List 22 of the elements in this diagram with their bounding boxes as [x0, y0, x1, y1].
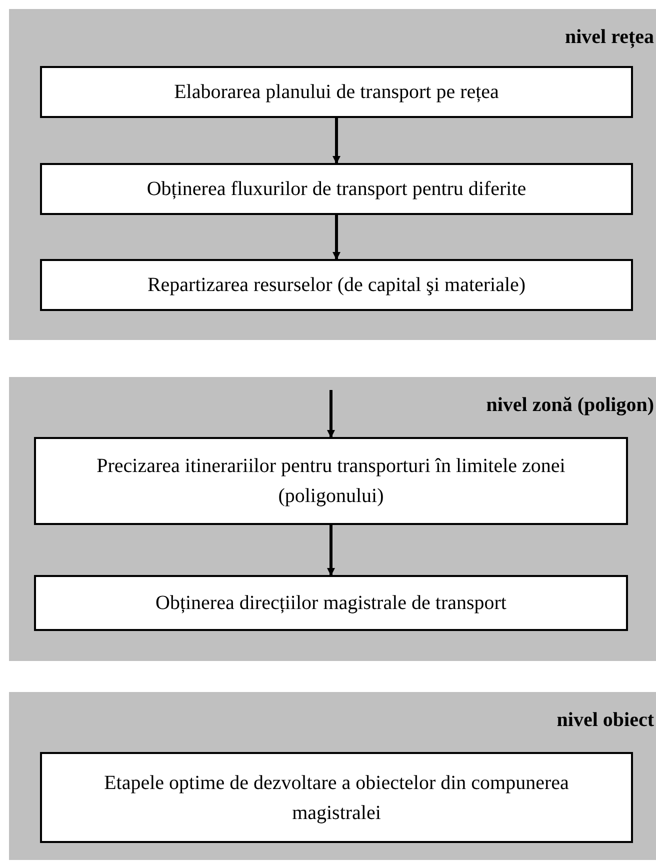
process-box — [34, 437, 628, 525]
level-heading: nivel rețea — [564, 27, 654, 47]
step-text: Elaborarea planului de transport pe rețea — [174, 80, 499, 105]
step-text: Obținerea fluxurilor de transport pentru diferite — [146, 177, 526, 202]
step-text: Precizarea itinerariilor pentru transporturi în limitele zonei (poligonului) — [96, 454, 566, 509]
process-box — [40, 752, 633, 843]
process-box — [40, 259, 633, 311]
arrow — [332, 118, 340, 164]
level-heading: nivel obiect — [556, 710, 654, 730]
level-panel — [9, 692, 656, 860]
step-text: Repartizarea resurselor (de capital şi materiale) — [147, 273, 526, 298]
step-text: Etapele optime de dezvoltare a obiectelor din compunerea magistralei — [103, 770, 570, 826]
level-heading: nivel zonă (poligon) — [486, 395, 654, 415]
arrow — [332, 215, 340, 260]
process-box — [34, 575, 628, 631]
arrow — [327, 390, 335, 438]
process-box — [40, 66, 633, 118]
arrow — [327, 525, 335, 576]
level-panel — [9, 377, 656, 661]
step-text: Obținerea direcțiilor magistrale de transport — [156, 591, 506, 616]
process-box — [40, 163, 633, 215]
level-panel — [9, 9, 656, 340]
